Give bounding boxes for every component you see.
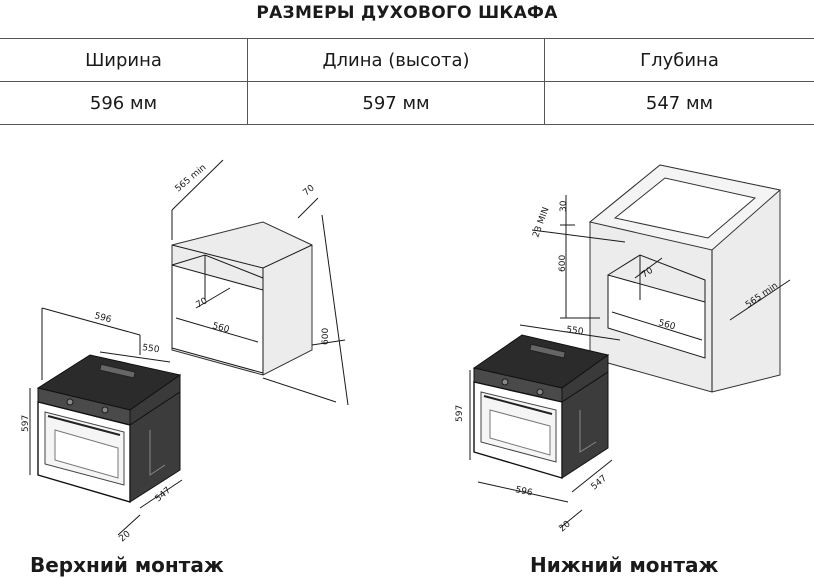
left-oven bbox=[36, 354, 182, 503]
left-label-597: 597 bbox=[21, 415, 31, 432]
left-label-70-top: 70 bbox=[302, 183, 317, 198]
dimensions-table: Ширина Длина (высота) Глубина 596 мм 597… bbox=[0, 38, 814, 125]
page-title: РАЗМЕРЫ ДУХОВОГО ШКАФА bbox=[256, 3, 558, 23]
right-label-23min: 23 MIN bbox=[531, 206, 551, 239]
left-cabinet bbox=[171, 221, 313, 376]
right-label-30: 30 bbox=[559, 200, 569, 212]
table-header-row: Ширина Длина (высота) Глубина bbox=[0, 38, 814, 82]
right-label-20: 20 bbox=[558, 519, 573, 534]
right-cabinet-dims bbox=[531, 195, 791, 321]
caption-upper-installation: Верхний монтаж bbox=[30, 553, 224, 577]
right-cabinet bbox=[588, 164, 782, 393]
left-label-20: 20 bbox=[118, 529, 133, 544]
value-width: 596 мм bbox=[0, 81, 248, 125]
right-label-597: 597 bbox=[455, 405, 465, 422]
caption-lower-installation: Нижний монтаж bbox=[530, 553, 719, 577]
value-depth: 547 мм bbox=[544, 81, 814, 125]
installation-drawing: 565 min 70 70 560 600 596 550 597 547 20 bbox=[21, 159, 791, 544]
left-label-560: 560 bbox=[211, 321, 230, 335]
right-diagram: 30 23 MIN 600 70 560 565 min 550 597 596… bbox=[455, 164, 791, 534]
left-diagram: 565 min 70 70 560 600 596 550 597 547 20 bbox=[21, 159, 349, 544]
header-width: Ширина bbox=[0, 38, 248, 82]
right-oven-dims bbox=[469, 324, 621, 529]
header-height: Длина (высота) bbox=[247, 38, 545, 82]
left-label-550: 550 bbox=[142, 343, 161, 355]
right-label-560: 560 bbox=[657, 318, 676, 332]
left-label-565: 565 min bbox=[174, 163, 209, 194]
right-label-600: 600 bbox=[558, 255, 568, 272]
left-oven-dims bbox=[29, 307, 183, 536]
table-value-row: 596 мм 597 мм 547 мм bbox=[0, 81, 814, 125]
right-label-547: 547 bbox=[590, 474, 610, 493]
left-cabinet-dims bbox=[171, 159, 349, 406]
right-label-550: 550 bbox=[566, 325, 585, 337]
right-label-596: 596 bbox=[514, 485, 533, 498]
left-label-596: 596 bbox=[93, 311, 112, 325]
left-label-600: 600 bbox=[321, 328, 331, 345]
header-depth: Глубина bbox=[544, 38, 814, 82]
right-oven bbox=[472, 334, 610, 479]
value-height: 597 мм bbox=[247, 81, 545, 125]
